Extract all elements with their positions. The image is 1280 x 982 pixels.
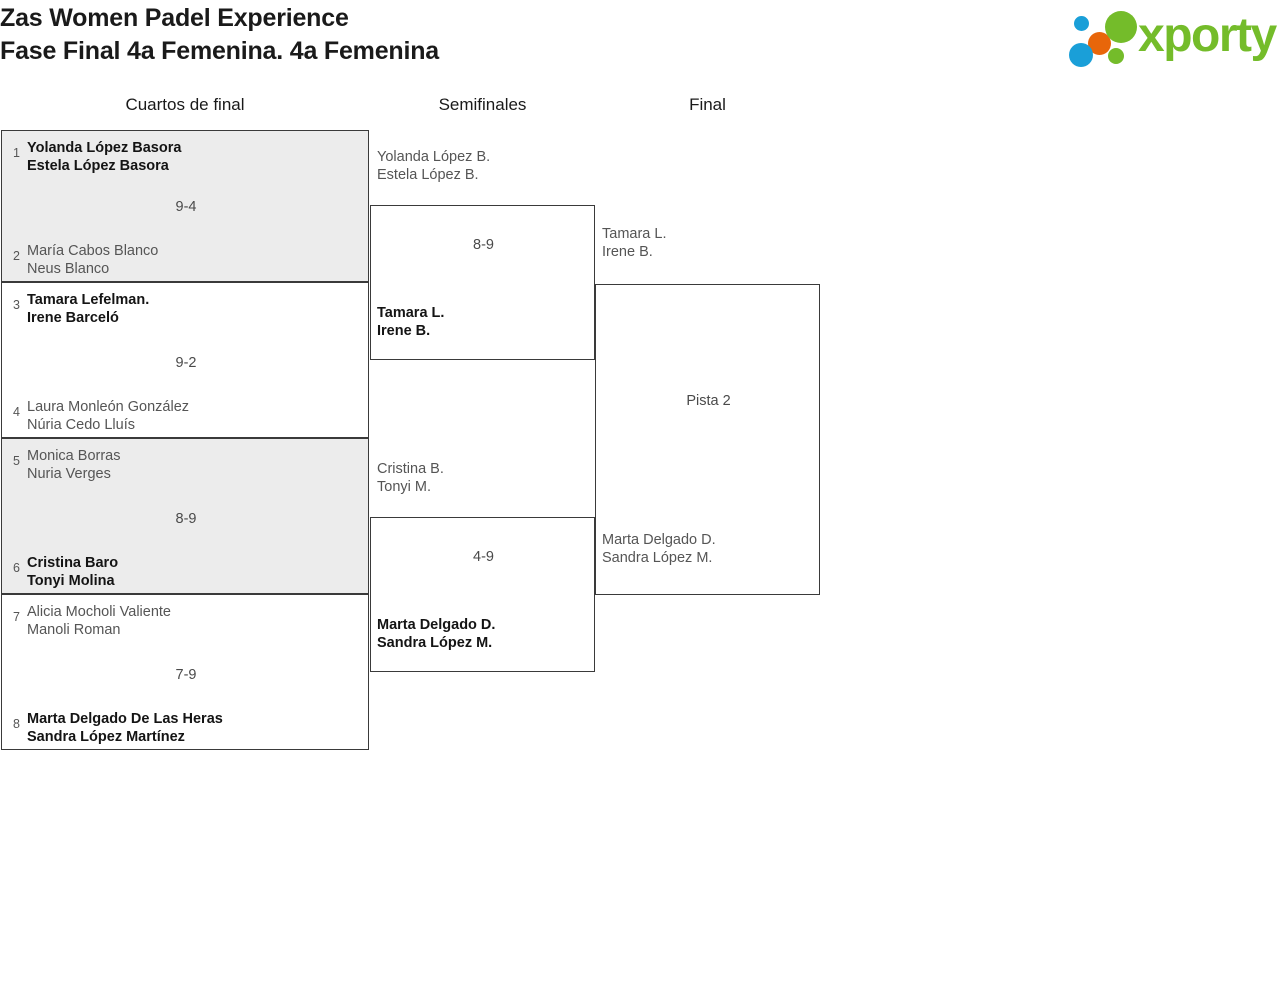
match-score: 8-9 [175, 511, 197, 527]
match-quarterfinal-1[interactable]: 1 Yolanda López Basora Estela López Baso… [1, 130, 369, 282]
round-header-final: Final [689, 95, 726, 114]
player-1: Yolanda López B. [377, 149, 491, 165]
player-2: Estela López Basora [27, 158, 169, 174]
final-team-top[interactable]: Tamara L. Irene B. [602, 225, 666, 261]
seed-number: 8 [13, 717, 20, 731]
semifinal-1-team-top[interactable]: Yolanda López B. Estela López B. [377, 148, 490, 184]
match-score: 9-2 [175, 355, 197, 371]
player-1: Alicia Mocholi Valiente [27, 604, 171, 620]
player-2: Tonyi Molina [27, 573, 115, 589]
semifinal-2-team-top[interactable]: Cristina B. Tonyi M. [377, 460, 444, 496]
team-bottom[interactable]: Marta Delgado De Las Heras Sandra López … [27, 710, 223, 746]
player-1: María Cabos Blanco [27, 243, 159, 259]
team-bottom[interactable]: Laura Monleón González Núria Cedo Lluís [27, 398, 189, 434]
tournament-phase: Fase Final 4a Femenina. 4a Femenina [0, 37, 440, 65]
final-team-bottom[interactable]: Marta Delgado D. Sandra López M. [602, 531, 716, 567]
player-1: Tamara L. [602, 226, 667, 242]
player-1: Cristina Baro [27, 555, 119, 571]
seed-number: 7 [13, 610, 20, 624]
logo-dot-green-large-icon [1105, 11, 1137, 43]
logo-dot-green-small-icon [1108, 48, 1124, 64]
logo-dot-blue-small-icon [1074, 16, 1089, 31]
round-header-quarterfinals: Cuartos de final [125, 95, 245, 114]
final-court-label: Pista 2 [686, 393, 731, 409]
player-1: Tamara Lefelman. [27, 292, 150, 308]
team-bottom[interactable]: Cristina Baro Tonyi Molina [27, 554, 118, 590]
player-2: Neus Blanco [27, 261, 110, 277]
team-top[interactable]: Alicia Mocholi Valiente Manoli Roman [27, 603, 171, 639]
match-score: 4-9 [473, 549, 494, 565]
player-1: Yolanda López Basora [27, 140, 182, 156]
seed-number: 1 [13, 146, 20, 160]
xporty-logo[interactable]: xporty [1058, 4, 1277, 74]
player-2: Sandra López M. [602, 550, 713, 566]
player-1: Marta Delgado D. [602, 532, 716, 548]
player-1: Monica Borras [27, 448, 121, 464]
player-2: Tonyi M. [377, 479, 431, 495]
player-1: Marta Delgado De Las Heras [27, 711, 223, 727]
match-final[interactable]: Pista 2 [595, 284, 820, 595]
player-1: Laura Monleón González [27, 399, 190, 415]
team-top[interactable]: Monica Borras Nuria Verges [27, 447, 120, 483]
match-score: 8-9 [473, 237, 494, 253]
match-semifinal-1[interactable]: 8-9 [370, 205, 595, 360]
seed-number: 3 [13, 298, 20, 312]
player-2: Nuria Verges [27, 466, 111, 482]
match-semifinal-2[interactable]: 4-9 [370, 517, 595, 672]
player-2: Sandra López M. [377, 635, 493, 651]
match-score: 7-9 [175, 667, 197, 683]
tournament-name: Zas Women Padel Experience [0, 4, 349, 32]
round-header-semifinals: Semifinales [438, 95, 527, 114]
player-2: Estela López B. [377, 167, 479, 183]
logo-wordmark: xporty [1138, 9, 1277, 62]
player-2: Irene Barceló [27, 310, 119, 326]
player-1: Tamara L. [377, 305, 445, 321]
team-top[interactable]: Tamara Lefelman. Irene Barceló [27, 291, 149, 327]
team-bottom[interactable]: María Cabos Blanco Neus Blanco [27, 242, 158, 278]
seed-number: 2 [13, 249, 20, 263]
match-score: 9-4 [175, 199, 197, 215]
seed-number: 5 [13, 454, 20, 468]
player-2: Manoli Roman [27, 622, 121, 638]
match-quarterfinal-3[interactable]: 5 Monica Borras Nuria Verges 8-9 6 Crist… [1, 438, 369, 594]
seed-number: 6 [13, 561, 20, 575]
logo-dots-icon [1064, 10, 1138, 68]
player-1: Marta Delgado D. [377, 617, 496, 633]
semifinal-1-team-bottom[interactable]: Tamara L. Irene B. [377, 304, 444, 340]
logo-dot-orange-icon [1088, 32, 1111, 55]
page-header: Zas Women Padel Experience Fase Final 4a… [0, 0, 1280, 82]
seed-number: 4 [13, 405, 20, 419]
page-title: Zas Women Padel Experience Fase Final 4a… [0, 2, 439, 68]
player-2: Irene B. [377, 323, 431, 339]
semifinal-2-team-bottom[interactable]: Marta Delgado D. Sandra López M. [377, 616, 495, 652]
player-1: Cristina B. [377, 461, 444, 477]
match-quarterfinal-4[interactable]: 7 Alicia Mocholi Valiente Manoli Roman 7… [1, 594, 369, 750]
player-2: Núria Cedo Lluís [27, 417, 135, 433]
logo-dot-blue-large-icon [1069, 43, 1093, 67]
player-2: Irene B. [602, 244, 653, 260]
match-quarterfinal-2[interactable]: 3 Tamara Lefelman. Irene Barceló 9-2 4 L… [1, 282, 369, 438]
team-top[interactable]: Yolanda López Basora Estela López Basora [27, 139, 181, 175]
player-2: Sandra López Martínez [27, 729, 185, 745]
